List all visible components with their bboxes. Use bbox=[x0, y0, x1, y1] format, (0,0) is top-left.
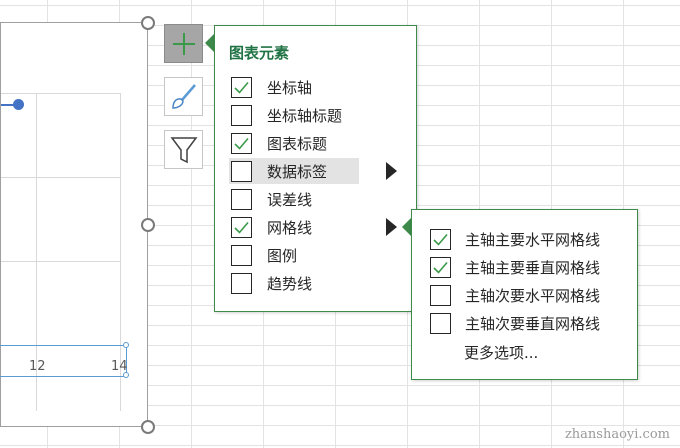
checkbox[interactable] bbox=[231, 244, 252, 266]
gridline bbox=[120, 93, 121, 411]
gridline bbox=[1, 93, 121, 94]
flyout-pointer bbox=[205, 34, 214, 52]
gridline bbox=[1, 261, 121, 262]
checkbox[interactable] bbox=[231, 76, 252, 98]
chart-element-axis-titles[interactable]: 坐标轴标题 bbox=[229, 102, 359, 128]
item-label: 主轴次要水平网格线 bbox=[465, 286, 601, 305]
item-label: 趋势线 bbox=[267, 274, 313, 293]
item-label: 主轴主要水平网格线 bbox=[465, 230, 601, 249]
chart-element-trendline[interactable]: 趋势线 bbox=[229, 270, 359, 296]
chart-element-data-labels[interactable]: 数据标签 bbox=[229, 158, 359, 184]
chart-filters-button[interactable] bbox=[164, 130, 203, 169]
plot-area bbox=[1, 93, 121, 411]
checkmark-icon bbox=[234, 81, 249, 94]
chart-resize-handle[interactable] bbox=[141, 16, 155, 30]
more-options-link[interactable]: 更多选项... bbox=[464, 344, 539, 362]
gridline bbox=[1, 177, 121, 178]
data-labels-submenu-arrow-icon[interactable] bbox=[386, 162, 397, 180]
checkbox[interactable] bbox=[231, 216, 252, 238]
primary-minor-vertical-gridlines[interactable]: 主轴次要垂直网格线 bbox=[428, 310, 600, 336]
x-tick-label: 12 bbox=[29, 359, 46, 374]
checkbox[interactable] bbox=[430, 284, 451, 306]
axis-handle[interactable] bbox=[123, 372, 129, 378]
chart-resize-handle[interactable] bbox=[141, 218, 155, 232]
chart-elements-button[interactable] bbox=[164, 24, 203, 63]
checkmark-icon bbox=[433, 233, 448, 246]
item-label: 图例 bbox=[267, 246, 298, 265]
checkbox[interactable] bbox=[430, 312, 451, 334]
chart-element-gridlines[interactable]: 网格线 bbox=[229, 214, 359, 240]
watermark: zhanshaoyi.com bbox=[564, 427, 670, 442]
chart-element-legend[interactable]: 图例 bbox=[229, 242, 359, 268]
checkbox[interactable] bbox=[231, 160, 252, 182]
chart-area[interactable]: 12 14 bbox=[0, 22, 148, 427]
item-label: 图表标题 bbox=[267, 134, 328, 153]
series-point[interactable] bbox=[13, 99, 24, 110]
item-label: 数据标签 bbox=[267, 162, 328, 181]
checkbox[interactable] bbox=[231, 188, 252, 210]
gridlines-submenu-arrow-icon[interactable] bbox=[386, 218, 397, 236]
paintbrush-icon bbox=[171, 83, 196, 109]
checkmark-icon bbox=[433, 261, 448, 274]
item-label: 主轴次要垂直网格线 bbox=[465, 314, 601, 333]
gridline bbox=[36, 93, 37, 411]
primary-minor-horizontal-gridlines[interactable]: 主轴次要水平网格线 bbox=[428, 282, 600, 308]
chart-resize-handle[interactable] bbox=[141, 420, 155, 434]
checkmark-icon bbox=[234, 221, 249, 234]
item-label: 网格线 bbox=[267, 218, 313, 237]
item-label: 主轴主要垂直网格线 bbox=[465, 258, 601, 277]
checkbox[interactable] bbox=[231, 104, 252, 126]
funnel-icon bbox=[170, 136, 197, 163]
gridlines-submenu: 主轴主要水平网格线 主轴主要垂直网格线 主轴次要水平网格线 主轴次要垂直网格线 … bbox=[411, 209, 638, 380]
series-line[interactable] bbox=[1, 104, 18, 106]
plus-icon bbox=[172, 32, 195, 55]
checkbox[interactable] bbox=[231, 132, 252, 154]
flyout-title: 图表元素 bbox=[229, 44, 290, 62]
item-label: 坐标轴 bbox=[267, 78, 313, 97]
checkmark-icon bbox=[234, 137, 249, 150]
chart-element-axes[interactable]: 坐标轴 bbox=[229, 74, 359, 100]
axis-handle[interactable] bbox=[123, 342, 129, 348]
primary-major-horizontal-gridlines[interactable]: 主轴主要水平网格线 bbox=[428, 226, 600, 252]
item-label: 坐标轴标题 bbox=[267, 106, 343, 125]
checkbox[interactable] bbox=[430, 228, 451, 250]
checkbox[interactable] bbox=[430, 256, 451, 278]
item-label: 误差线 bbox=[267, 190, 313, 209]
chart-element-error-bars[interactable]: 误差线 bbox=[229, 186, 359, 212]
x-tick-label: 14 bbox=[111, 359, 128, 374]
primary-major-vertical-gridlines[interactable]: 主轴主要垂直网格线 bbox=[428, 254, 600, 280]
submenu-pointer bbox=[402, 218, 411, 236]
chart-element-chart-title[interactable]: 图表标题 bbox=[229, 130, 359, 156]
chart-elements-flyout: 图表元素 坐标轴 坐标轴标题 图表标题 数据标签 误差线 网格线 图例 趋势线 bbox=[214, 25, 417, 312]
chart-styles-button[interactable] bbox=[164, 77, 203, 116]
x-axis-selection[interactable] bbox=[0, 342, 129, 378]
checkbox[interactable] bbox=[231, 272, 252, 294]
